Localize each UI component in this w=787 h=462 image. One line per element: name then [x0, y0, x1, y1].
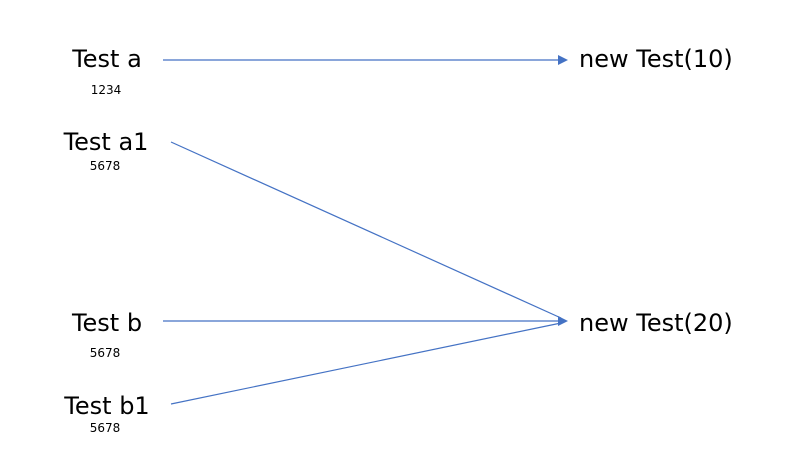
- variable-test-a1-label: Test a1: [63, 128, 149, 156]
- arrowhead-object-20: [558, 316, 568, 326]
- variable-test-b-label: Test b: [71, 309, 143, 337]
- variable-test-b1-address: 5678: [89, 421, 121, 435]
- variable-test-a-address: 1234: [90, 83, 122, 97]
- arrowhead-object-10: [558, 55, 568, 65]
- variable-test-b1-label: Test b1: [64, 392, 150, 420]
- variable-test-b-address: 5678: [89, 346, 121, 360]
- object-new-test-20: new Test(20): [579, 309, 733, 337]
- variable-test-a-label: Test a: [72, 45, 142, 73]
- arrow-test-a1-to-object-20: [170, 141, 562, 319]
- arrow-test-b1-to-object-20: [170, 322, 562, 405]
- object-new-test-10: new Test(10): [579, 45, 733, 73]
- variable-test-a1-address: 5678: [89, 159, 121, 173]
